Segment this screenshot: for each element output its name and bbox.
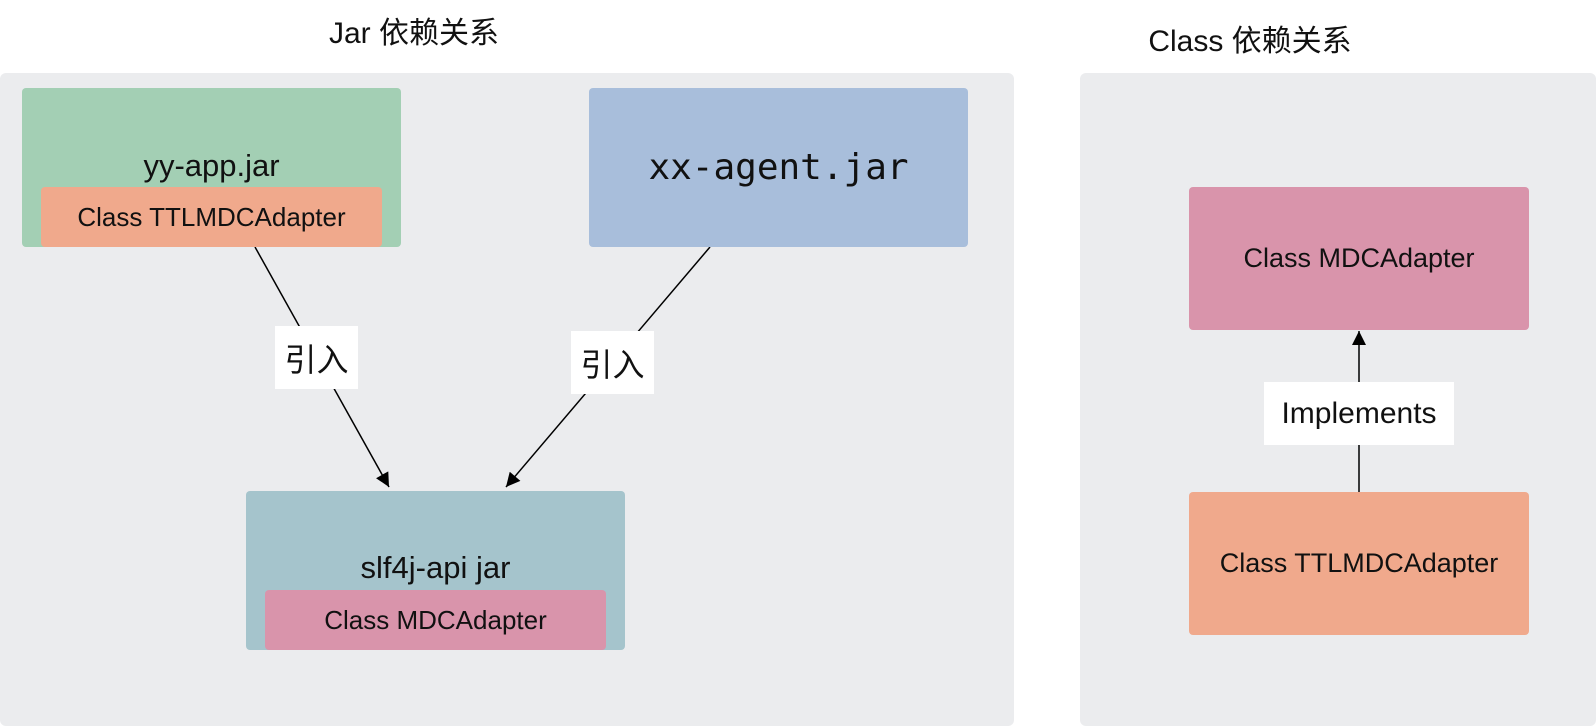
yy-app-jar-label: yy-app.jar bbox=[143, 148, 280, 183]
jar-section-title: Jar 依赖关系 bbox=[328, 17, 499, 50]
ttlmdcadapter-class-label: Class TTLMDCAdapter bbox=[1219, 548, 1499, 578]
ttlmdcadapter-class-box: Class TTLMDCAdapter bbox=[1189, 492, 1529, 635]
edge-label-implements: Implements bbox=[1264, 382, 1454, 445]
yy-app-ttlmdcadapter-class-label: Class TTLMDCAdapter bbox=[77, 201, 346, 232]
slf4j-api-jar-box: slf4j-api jar Class MDCAdapter bbox=[246, 491, 625, 650]
xx-agent-jar-label: xx-agent.jar bbox=[648, 147, 909, 188]
slf4j-mdcadapter-class-box: Class MDCAdapter bbox=[265, 590, 606, 650]
class-section-title: Class 依赖关系 bbox=[1148, 25, 1352, 58]
slf4j-mdcadapter-class-label: Class MDCAdapter bbox=[324, 604, 547, 635]
yy-app-jar-box: yy-app.jar Class TTLMDCAdapter bbox=[22, 88, 401, 247]
mdcadapter-class-box: Class MDCAdapter bbox=[1189, 187, 1529, 330]
mdcadapter-class-label: Class MDCAdapter bbox=[1243, 243, 1475, 273]
yy-app-ttlmdcadapter-class-box: Class TTLMDCAdapter bbox=[41, 187, 382, 247]
xx-agent-jar-box: xx-agent.jar bbox=[589, 88, 968, 247]
slf4j-api-jar-label: slf4j-api jar bbox=[360, 550, 511, 585]
edge-label-xx-agent-import: 引入 bbox=[571, 331, 654, 394]
edge-label-yy-app-import: 引入 bbox=[275, 326, 358, 389]
